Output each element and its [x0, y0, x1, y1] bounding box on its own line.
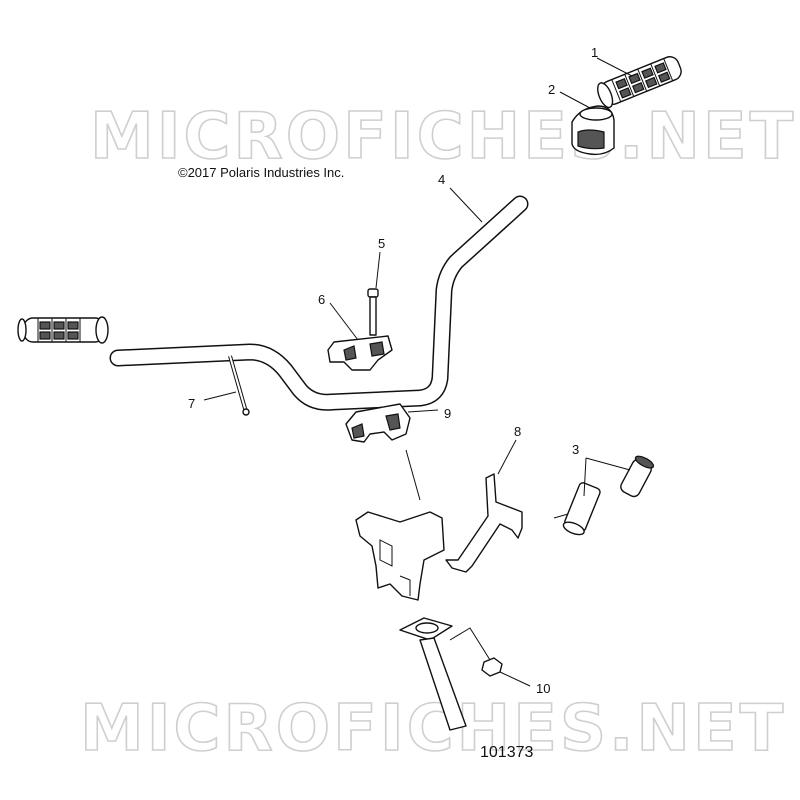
leader-6 [329, 302, 359, 341]
part-4-handlebar[interactable] [109, 195, 529, 411]
leader-3a [583, 457, 587, 497]
leader-8 [497, 439, 517, 475]
callout-5: 5 [378, 236, 385, 251]
reference-number: 101373 [480, 744, 533, 761]
part-3-throttle-assembly[interactable] [553, 454, 655, 537]
leader-5 [375, 251, 381, 289]
part-5-bolt[interactable] [367, 288, 379, 336]
callout-6: 6 [318, 292, 325, 307]
part-left-grip[interactable] [17, 316, 109, 344]
watermark-bottom: MICROFICHES.NET [80, 692, 786, 766]
part-2-bar-pad[interactable] [571, 105, 615, 156]
callout-4: 4 [438, 172, 445, 187]
leader-3b [585, 457, 631, 471]
part-7-rod[interactable] [228, 355, 250, 416]
leader-7 [203, 391, 237, 401]
callout-10: 10 [536, 681, 550, 696]
copyright-text: ©2017 Polaris Industries Inc. [178, 165, 344, 180]
part-1-right-grip[interactable] [595, 53, 684, 109]
callout-7: 7 [188, 396, 195, 411]
leader-10 [499, 671, 531, 687]
assembly-guide-line [405, 449, 421, 501]
leader-9 [407, 409, 439, 413]
part-6-upper-clamp[interactable] [327, 335, 393, 371]
part-steering-post[interactable] [399, 617, 467, 731]
part-mount-bracket[interactable] [355, 511, 445, 601]
part-8-bracket-arm[interactable] [445, 473, 523, 573]
callout-1: 1 [591, 45, 598, 60]
leader-10-branch [449, 627, 491, 661]
callout-9: 9 [444, 406, 451, 421]
leader-4 [449, 187, 483, 223]
watermark-top: MICROFICHES.NET [90, 100, 796, 174]
leader-2 [559, 91, 591, 109]
callout-8: 8 [514, 424, 521, 439]
leader-1 [596, 57, 633, 77]
part-9-lower-clamp[interactable] [345, 403, 411, 443]
part-10-nut[interactable] [481, 657, 503, 677]
callout-2: 2 [548, 82, 555, 97]
callout-3: 3 [572, 442, 579, 457]
